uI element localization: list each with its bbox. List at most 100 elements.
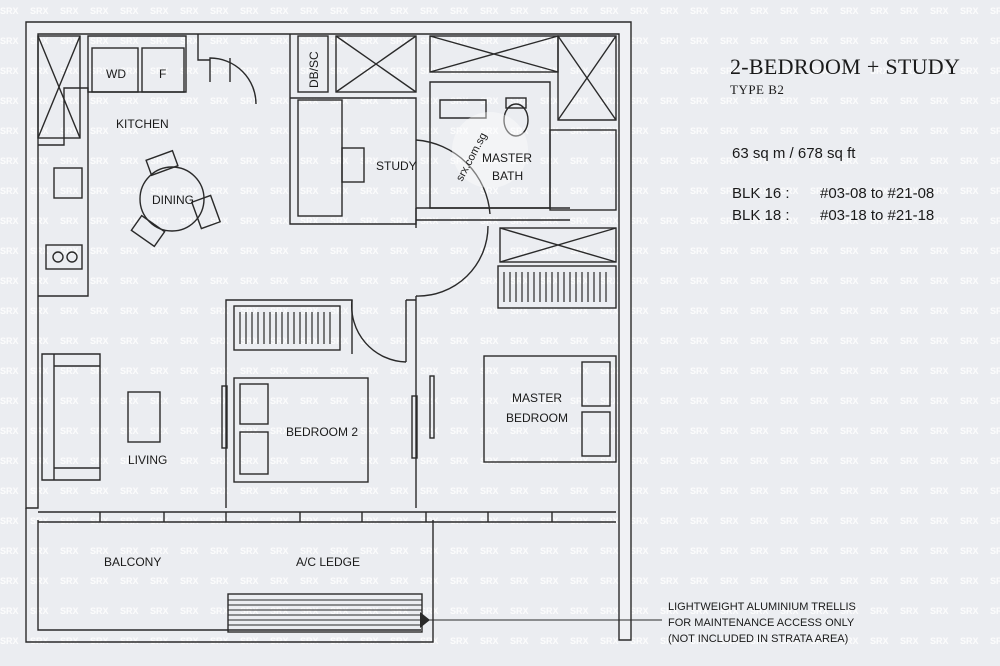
watermark-srx: SRX bbox=[510, 306, 529, 316]
watermark-srx: SRX bbox=[810, 366, 829, 376]
label-study: STUDY bbox=[376, 159, 417, 173]
watermark-srx: SRX bbox=[570, 396, 589, 406]
watermark-srx: SRX bbox=[810, 186, 829, 196]
watermark-srx: SRX bbox=[60, 186, 79, 196]
watermark-srx: SRX bbox=[870, 546, 889, 556]
entry-door bbox=[197, 34, 257, 105]
watermark-srx: SRX bbox=[870, 516, 889, 526]
watermark-srx: SRX bbox=[300, 126, 319, 136]
watermark-srx: SRX bbox=[750, 396, 769, 406]
watermark-srx: SRX bbox=[60, 636, 79, 646]
watermark-srx: SRX bbox=[120, 366, 139, 376]
watermark-srx: SRX bbox=[720, 246, 739, 256]
watermark-srx: SRX bbox=[420, 606, 439, 616]
watermark-srx: SRX bbox=[240, 186, 259, 196]
watermark-srx: SRX bbox=[840, 6, 859, 16]
watermark-srx: SRX bbox=[480, 636, 499, 646]
watermark-srx: SRX bbox=[210, 636, 229, 646]
watermark-srx: SRX bbox=[780, 216, 799, 226]
watermark-srx: SRX bbox=[540, 216, 559, 226]
watermark-srx: SRX bbox=[120, 126, 139, 136]
watermark-srx: SRX bbox=[90, 156, 109, 166]
block-16-label: BLK 16 : bbox=[732, 185, 790, 202]
watermark-srx: SRX bbox=[210, 366, 229, 376]
watermark-srx: SRX bbox=[510, 336, 529, 346]
watermark-srx: SRX bbox=[960, 156, 979, 166]
watermark-srx: SRX bbox=[960, 576, 979, 586]
watermark-srx: SRX bbox=[660, 366, 679, 376]
watermark-srx: SRX bbox=[870, 306, 889, 316]
watermark-srx: SRX bbox=[300, 456, 319, 466]
watermark-srx: SRX bbox=[450, 66, 469, 76]
watermark-srx: SRX bbox=[450, 306, 469, 316]
watermark-srx: SRX bbox=[780, 6, 799, 16]
watermark-srx: SRX bbox=[600, 186, 619, 196]
watermark-srx: SRX bbox=[60, 66, 79, 76]
watermark-srx: SRX bbox=[600, 636, 619, 646]
watermark-srx: SRX bbox=[870, 366, 889, 376]
watermark-srx: SRX bbox=[450, 576, 469, 586]
dining-table bbox=[139, 166, 205, 232]
watermark-srx: SRX bbox=[210, 606, 229, 616]
watermark-srx: SRX bbox=[570, 546, 589, 556]
watermark-srx: SRX bbox=[630, 546, 649, 556]
watermark-srx: SRX bbox=[450, 36, 469, 46]
watermark-srx: SRX bbox=[750, 336, 769, 346]
watermark-srx: SRX bbox=[60, 396, 79, 406]
watermark-srx: SRX bbox=[870, 6, 889, 16]
watermark-srx: SRX bbox=[210, 6, 229, 16]
watermark-srx: SRX bbox=[660, 516, 679, 526]
watermark-srx: SRX bbox=[930, 396, 949, 406]
watermark-srx: SRX bbox=[630, 156, 649, 166]
trellis-note-line-1: LIGHTWEIGHT ALUMINIUM TRELLIS bbox=[668, 601, 856, 613]
watermark-srx: SRX bbox=[180, 276, 199, 286]
watermark-srx: SRX bbox=[90, 96, 109, 106]
watermark-srx: SRX bbox=[210, 66, 229, 76]
bedroom2-bed bbox=[233, 377, 369, 483]
watermark-srx: SRX bbox=[0, 246, 19, 256]
watermark-srx: SRX bbox=[750, 66, 769, 76]
watermark-srx: SRX bbox=[870, 456, 889, 466]
watermark-srx: SRX bbox=[270, 636, 289, 646]
watermark-srx: SRX bbox=[900, 246, 919, 256]
watermark-srx: SRX bbox=[300, 276, 319, 286]
watermark-srx: SRX bbox=[840, 576, 859, 586]
watermark-srx: SRX bbox=[540, 366, 559, 376]
sofa bbox=[41, 353, 101, 481]
watermark-srx: SRX bbox=[0, 426, 19, 436]
watermark-srx: SRX bbox=[720, 336, 739, 346]
watermark-srx: SRX bbox=[330, 516, 349, 526]
watermark-srx: SRX bbox=[600, 156, 619, 166]
watermark-srx: SRX bbox=[240, 216, 259, 226]
watermark-srx: SRX bbox=[210, 126, 229, 136]
watermark-srx: SRX bbox=[270, 486, 289, 496]
watermark-srx: SRX bbox=[240, 6, 259, 16]
watermark-srx: SRX bbox=[120, 516, 139, 526]
watermark-srx: SRX bbox=[600, 366, 619, 376]
watermark-srx: SRX bbox=[960, 246, 979, 256]
watermark-srx: SRX bbox=[30, 486, 49, 496]
watermark-srx: SRX bbox=[540, 606, 559, 616]
watermark-srx: SRX bbox=[270, 156, 289, 166]
watermark-srx: SRX bbox=[570, 276, 589, 286]
watermark-srx: SRX bbox=[570, 456, 589, 466]
watermark-srx: SRX bbox=[450, 6, 469, 16]
watermark-srx: SRX bbox=[180, 606, 199, 616]
watermark-srx: SRX bbox=[900, 426, 919, 436]
watermark-srx: SRX bbox=[870, 426, 889, 436]
watermark-srx: SRX bbox=[960, 516, 979, 526]
bottom-wall bbox=[25, 508, 434, 643]
watermark-srx: SRX bbox=[60, 36, 79, 46]
watermark-srx: SRX bbox=[390, 546, 409, 556]
watermark-srx: SRX bbox=[480, 456, 499, 466]
watermark-srx: SRX bbox=[660, 186, 679, 196]
watermark-srx: SRX bbox=[420, 576, 439, 586]
watermark-srx: SRX bbox=[660, 246, 679, 256]
watermark-srx: SRX bbox=[600, 516, 619, 526]
watermark-srx: SRX bbox=[90, 546, 109, 556]
watermark-srx: SRX bbox=[90, 396, 109, 406]
watermark-srx: SRX bbox=[60, 366, 79, 376]
watermark-srx: SRX bbox=[300, 576, 319, 586]
watermark-srx: SRX bbox=[360, 36, 379, 46]
